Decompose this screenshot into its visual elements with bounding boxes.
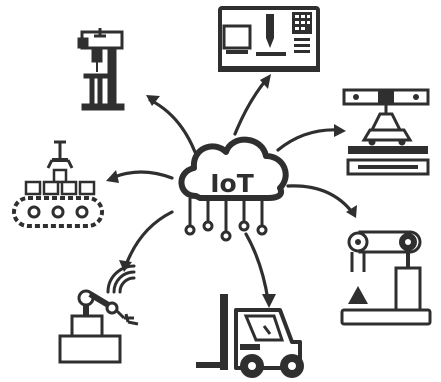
arrowhead-gantry — [334, 124, 346, 137]
wifi-icon — [106, 264, 136, 294]
arrow-to-cnc-machine — [233, 78, 268, 136]
connector-arrows — [110, 78, 354, 302]
arrow-to-forklift — [244, 232, 270, 302]
drill-press-icon — [77, 28, 125, 111]
iot-label: IoT — [210, 169, 254, 198]
arrow-to-conveyor — [110, 170, 174, 180]
arrow-to-car-gantry — [276, 128, 342, 152]
arrowhead-drill — [146, 95, 160, 106]
conveyor-icon — [12, 140, 104, 228]
iot-cloud-icon: IoT — [178, 136, 289, 242]
gantry-robot-icon — [342, 88, 430, 176]
arrowhead-robot — [346, 205, 357, 218]
arrowhead-forklift — [262, 294, 276, 308]
forklift-icon — [196, 294, 304, 378]
arrowhead-cnc — [260, 74, 271, 89]
arrow-to-wireless-arm — [124, 210, 174, 267]
arrow-to-robot-arm — [286, 184, 354, 214]
cnc-machine-icon — [218, 6, 320, 72]
robot-arm-icon — [340, 230, 432, 326]
wireless-robot-arm-icon — [58, 264, 139, 364]
arrow-to-drill-press — [148, 98, 197, 154]
arrowhead-conveyor — [106, 170, 119, 183]
